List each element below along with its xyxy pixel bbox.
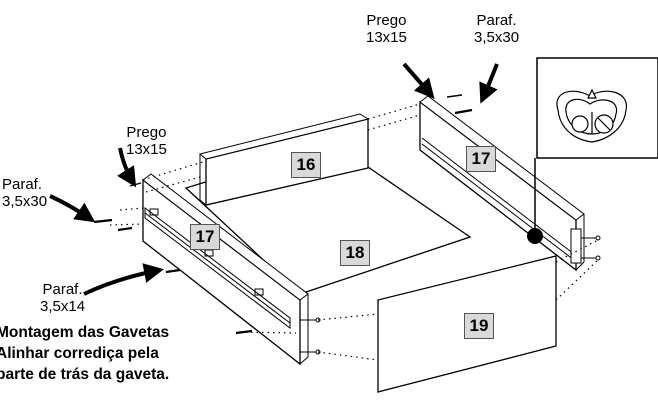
screw-icon [93,108,473,335]
label-line: Prego [126,124,167,141]
label-line: Paraf. [42,281,83,298]
arrow-icon [49,62,499,296]
dowel-icon [300,317,321,355]
alignment-dotted-lines [109,103,599,361]
caption-line: Alinhar corrediça pela [0,345,159,362]
label-line: Paraf. [476,12,517,29]
label-line: 13x15 [366,29,407,46]
caption-line: Montagem das Gavetas [0,324,170,341]
assembly-caption: Montagem das Gavetas Alinhar corrediça p… [0,322,169,385]
label-paraf-top: Paraf. 3,5x30 [474,12,519,46]
part-tag-19: 19 [464,313,494,339]
label-line: 13x15 [126,141,167,158]
label-prego-top: Prego 13x15 [366,12,407,46]
label-line: 3,5x30 [474,29,520,46]
label-line: 3,5x30 [2,193,48,210]
dowel-icon [570,228,601,264]
label-line: Paraf. [2,176,43,193]
part-tag-17-left: 17 [190,224,220,250]
cam-lock-marker [527,228,543,244]
part-tag-16: 16 [291,152,321,178]
part-tag-17-right: 17 [466,146,496,172]
label-line: 3,5x14 [40,298,86,315]
caption-line: parte de trás da gaveta. [0,366,170,383]
label-prego-left: Prego 13x15 [126,124,167,158]
label-paraf-bottom: Paraf. 3,5x14 [40,281,85,315]
cam-lock-detail-icon [534,57,658,232]
part-tag-18: 18 [340,240,370,266]
drawer-slide-icon [144,206,291,330]
label-line: Prego [366,12,407,29]
label-paraf-left: Paraf. 3,5x30 [2,176,47,210]
